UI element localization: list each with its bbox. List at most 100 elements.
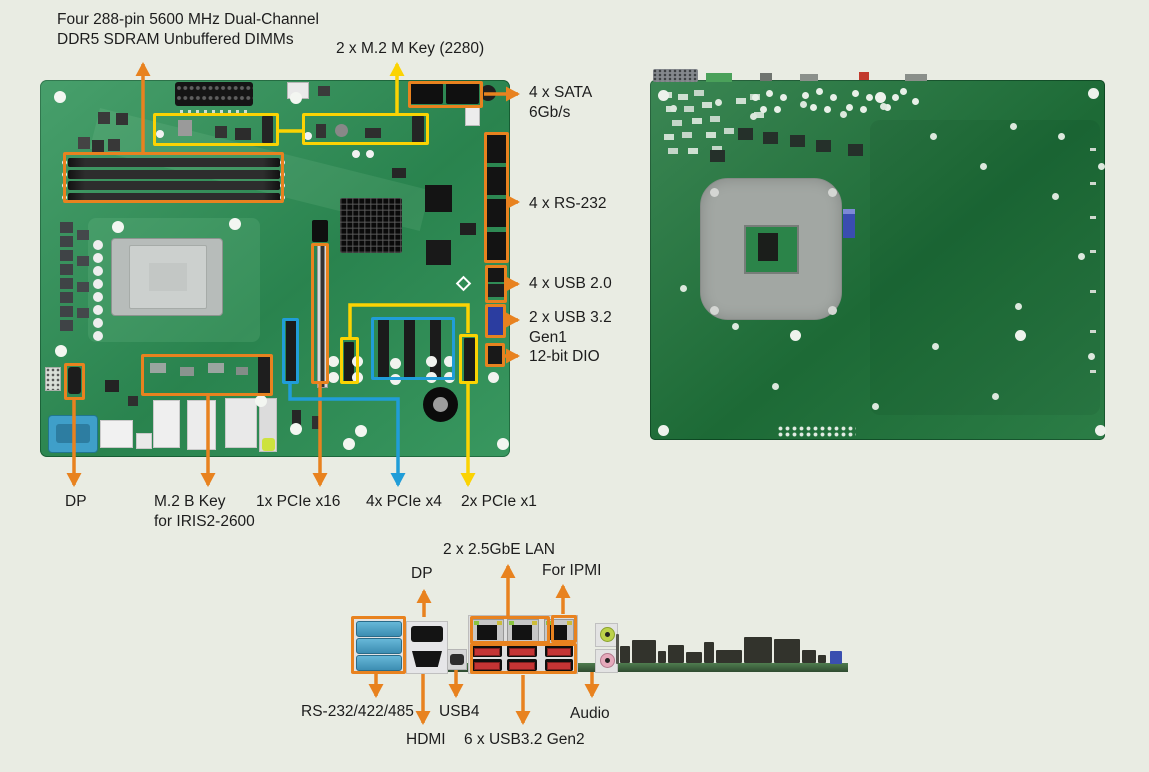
m2-m-slot-1 xyxy=(262,116,273,143)
m2-component xyxy=(178,120,192,136)
callout-box-usb6 xyxy=(470,643,577,674)
callout-box-pcie-x4-single xyxy=(282,318,299,384)
silkscreen-logo xyxy=(455,275,472,292)
component-silhouette xyxy=(704,642,714,663)
sata-connector xyxy=(410,83,443,104)
vga-connector-inner xyxy=(56,424,90,443)
m2b-component xyxy=(180,367,194,376)
usb2-header xyxy=(487,267,505,282)
chipset-heatsink xyxy=(340,198,402,253)
label-line: 4 x SATA xyxy=(529,84,593,101)
callout-box-m2-m-right xyxy=(302,113,429,145)
callout-box-dio xyxy=(485,343,505,367)
callout-box-dimm xyxy=(63,152,284,203)
io-block xyxy=(225,398,257,448)
component-silhouette xyxy=(744,637,772,663)
vrm-chokes xyxy=(60,222,73,233)
label-audio: Audio xyxy=(570,705,610,722)
component-silhouette xyxy=(620,646,630,663)
cpu-socket-cap-inner xyxy=(149,263,187,291)
ic-chip xyxy=(392,168,406,178)
white-connector xyxy=(465,106,480,126)
component-silhouette xyxy=(716,650,742,663)
label-dp-rear: DP xyxy=(411,565,433,582)
label-rs232: 4 x RS-232 xyxy=(529,195,607,212)
pad-dots xyxy=(352,150,360,158)
callout-box-pcie-x16 xyxy=(311,243,329,384)
m2-component xyxy=(335,124,348,137)
io-block xyxy=(187,400,216,450)
callout-box-sata xyxy=(408,81,483,108)
pcie-x4-slots xyxy=(378,319,389,379)
io-block xyxy=(100,420,133,448)
lan-led-amber xyxy=(567,621,572,625)
component-silhouette xyxy=(632,640,656,663)
callout-box-m2-b-key xyxy=(141,354,273,396)
m2b-component xyxy=(150,363,166,373)
component-silhouette xyxy=(802,650,816,663)
callout-box-m2-m-left xyxy=(153,113,279,146)
usb2-header xyxy=(487,284,505,297)
small-component xyxy=(312,416,320,429)
shade-patch xyxy=(870,120,1100,415)
m2-screw-hole xyxy=(156,130,164,138)
pin-header xyxy=(45,367,61,391)
callout-box-usb2 xyxy=(485,265,507,303)
pcie-x1-slot xyxy=(344,342,354,383)
m2-screw-hole xyxy=(304,132,312,140)
component-silhouette xyxy=(668,645,684,663)
lan-led-amber xyxy=(497,621,502,625)
component-silhouette-blue xyxy=(830,651,842,664)
pad-rings xyxy=(752,94,759,101)
sata-connector xyxy=(446,83,479,104)
label-pcie-x16: 1x PCIe x16 xyxy=(256,493,341,510)
lan-jack xyxy=(512,625,532,640)
audio-jack-hole xyxy=(605,632,610,637)
edge-connector xyxy=(706,73,732,82)
lan-jack xyxy=(477,625,497,640)
label-pcie-x1: 2x PCIe x1 xyxy=(461,493,537,510)
ic-chip xyxy=(425,185,452,212)
callout-box-pcie-x1-left xyxy=(340,337,359,384)
label-pcie-x4: 4x PCIe x4 xyxy=(366,493,442,510)
serial-port-2 xyxy=(356,638,402,654)
label-usb32-gen1: 2 x USB 3.2 Gen1 xyxy=(529,308,612,348)
dio-header xyxy=(487,345,503,366)
serial-port-1 xyxy=(356,621,402,637)
usb-tongue-red xyxy=(509,662,535,670)
m2-component xyxy=(235,128,251,140)
edge-connector xyxy=(800,74,818,81)
io-block xyxy=(153,400,180,448)
ic-chip xyxy=(460,223,476,235)
io-block xyxy=(136,433,152,449)
usb-tongue-red xyxy=(509,648,535,656)
label-ddr5-dimms: Four 288-pin 5600 MHz Dual-Channel DDR5 … xyxy=(57,10,319,50)
cmos-battery-center xyxy=(433,397,448,412)
usb-tongue-red xyxy=(547,662,571,670)
edge-component-red xyxy=(859,72,869,80)
usb-tongue-red xyxy=(547,648,571,656)
label-line: 2 x USB 3.2 xyxy=(529,309,612,326)
m2-component xyxy=(316,124,326,138)
usb32-port xyxy=(472,645,502,657)
label-usb2: 4 x USB 2.0 xyxy=(529,275,612,292)
callout-box-lan12 xyxy=(470,616,550,644)
cpu-backplate xyxy=(700,178,842,320)
misc-components xyxy=(98,112,110,124)
usb32-port xyxy=(545,645,573,657)
callout-box-pcie-x4-triple xyxy=(371,317,455,380)
lan-port-1 xyxy=(472,619,504,645)
lan-port-2 xyxy=(507,619,539,645)
m2-b-slot xyxy=(258,356,270,395)
usb4-port xyxy=(450,654,464,665)
mounting-holes xyxy=(658,90,669,101)
vrm-capacitors xyxy=(93,240,103,250)
component-silhouette xyxy=(616,634,619,664)
solder-dot-grid xyxy=(778,426,856,437)
callout-box-usb32-gen1 xyxy=(485,304,506,338)
label-m2-b-key: M.2 B Key for IRIS2-2600 xyxy=(154,492,255,532)
serial-port-3 xyxy=(356,655,402,671)
label-dp-board: DP xyxy=(65,493,87,510)
callout-box-dp xyxy=(64,363,85,400)
